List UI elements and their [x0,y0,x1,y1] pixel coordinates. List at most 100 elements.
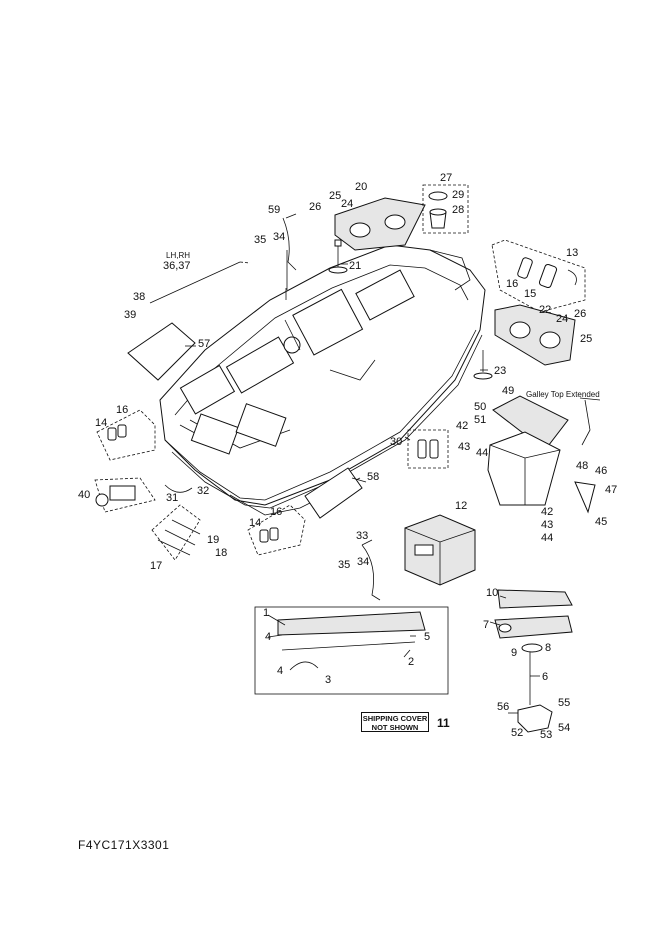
label-55: 55 [558,697,570,709]
label-28: 28 [452,204,464,216]
part-30-fitting [407,429,449,469]
label-34a: 34 [273,231,285,243]
label-38: 38 [133,291,145,303]
leader-lines [185,250,540,677]
label-30: 30 [390,436,402,448]
label-15: 15 [524,288,536,300]
part-21-post [328,239,348,274]
part-galley-box [487,431,561,506]
label-12: 12 [455,500,467,512]
shipping-cover-note: SHIPPING COVER NOT SHOWN [361,712,429,732]
label-16b: 16 [270,506,282,518]
label-24b: 24 [556,313,568,325]
part-10-panel [497,589,573,609]
label-16a: 16 [116,404,128,416]
label-24a: 24 [341,198,353,210]
boat-hull [159,244,486,516]
label-5: 5 [424,631,430,643]
part-22-tray [494,304,576,366]
label-13: 13 [566,247,578,259]
label-45: 45 [595,516,607,528]
part-1-5-rub-rail [277,611,426,671]
part-31-32-clip [164,484,193,493]
label-56: 56 [497,701,509,713]
part-20-tray [334,197,426,251]
label-23: 23 [494,365,506,377]
label-26a: 26 [309,201,321,213]
label-49: 49 [502,385,514,397]
label-4a: 4 [265,631,271,643]
label-57: 57 [198,338,210,350]
label-39: 39 [124,309,136,321]
label-25a: 25 [329,190,341,202]
part-6-pedestal [521,643,543,705]
label-7: 7 [483,619,489,631]
label-52: 52 [511,727,523,739]
label-58: 58 [367,471,379,483]
part-17-ladder [151,504,201,561]
rub-rail-box [254,606,449,695]
label-17: 17 [150,560,162,572]
label-9: 9 [511,647,517,659]
part-14-16-fitting-left [96,409,156,461]
label-43a: 43 [458,441,470,453]
label-14b: 14 [249,517,261,529]
label-35a: 35 [254,234,266,246]
label-11: 11 [437,716,450,730]
part-23-post [473,350,493,380]
part-52-53-base [508,704,553,733]
part-45-47-brace [574,481,596,514]
label-27: 27 [440,172,452,184]
part-12-cooler [404,514,476,586]
label-32: 32 [197,485,209,497]
label-25b: 25 [580,333,592,345]
label-48: 48 [576,460,588,472]
note-galley: Galley Top Extended [526,390,600,399]
label-18: 18 [215,547,227,559]
label-21: 21 [349,260,361,272]
label-16c: 16 [506,278,518,290]
callout-labels: 1 2 3 4 4 5 6 7 8 9 10 12 12 13 14 14 15… [78,172,617,741]
label-35b: 35 [338,559,350,571]
part-57-cover [127,322,196,381]
part-27-cupholder [422,184,469,234]
part-13-latch [491,239,586,313]
label-53: 53 [540,729,552,741]
part-59-handle [282,213,297,271]
label-20: 20 [355,181,367,193]
label-29: 29 [452,189,464,201]
label-34b: 34 [357,556,369,568]
shipping-line-2: NOT SHOWN [371,723,419,732]
label-19: 19 [207,534,219,546]
label-1: 1 [263,607,269,619]
part-7-table [494,615,573,639]
label-54: 54 [558,722,570,734]
label-42b: 42 [541,506,553,518]
label-46: 46 [595,465,607,477]
diagram-code: F4YC171X3301 [78,838,170,852]
part-36-37-rod [149,261,251,304]
part-14-16-fitting-right [247,504,306,556]
label-43b: 43 [541,519,553,531]
label-3637: 36,37 [163,260,191,272]
label-3: 3 [325,674,331,686]
label-22: 22 [539,304,551,316]
note-lhrh: LH,RH [166,251,190,260]
label-47: 47 [605,484,617,496]
label-10: 10 [486,587,498,599]
label-44a: 44 [476,447,488,459]
label-42a: 42 [456,420,468,432]
label-31: 31 [166,492,178,504]
label-59: 59 [268,204,280,216]
label-14a: 14 [95,417,107,429]
label-8: 8 [545,642,551,654]
label-50: 50 [474,401,486,413]
part-58-cover [304,467,363,519]
label-44b: 44 [541,532,553,544]
label-40: 40 [78,489,90,501]
part-40-bracket [94,477,156,513]
label-6: 6 [542,671,548,683]
shipping-line-1: SHIPPING COVER [362,714,428,723]
label-4b: 4 [277,665,283,677]
